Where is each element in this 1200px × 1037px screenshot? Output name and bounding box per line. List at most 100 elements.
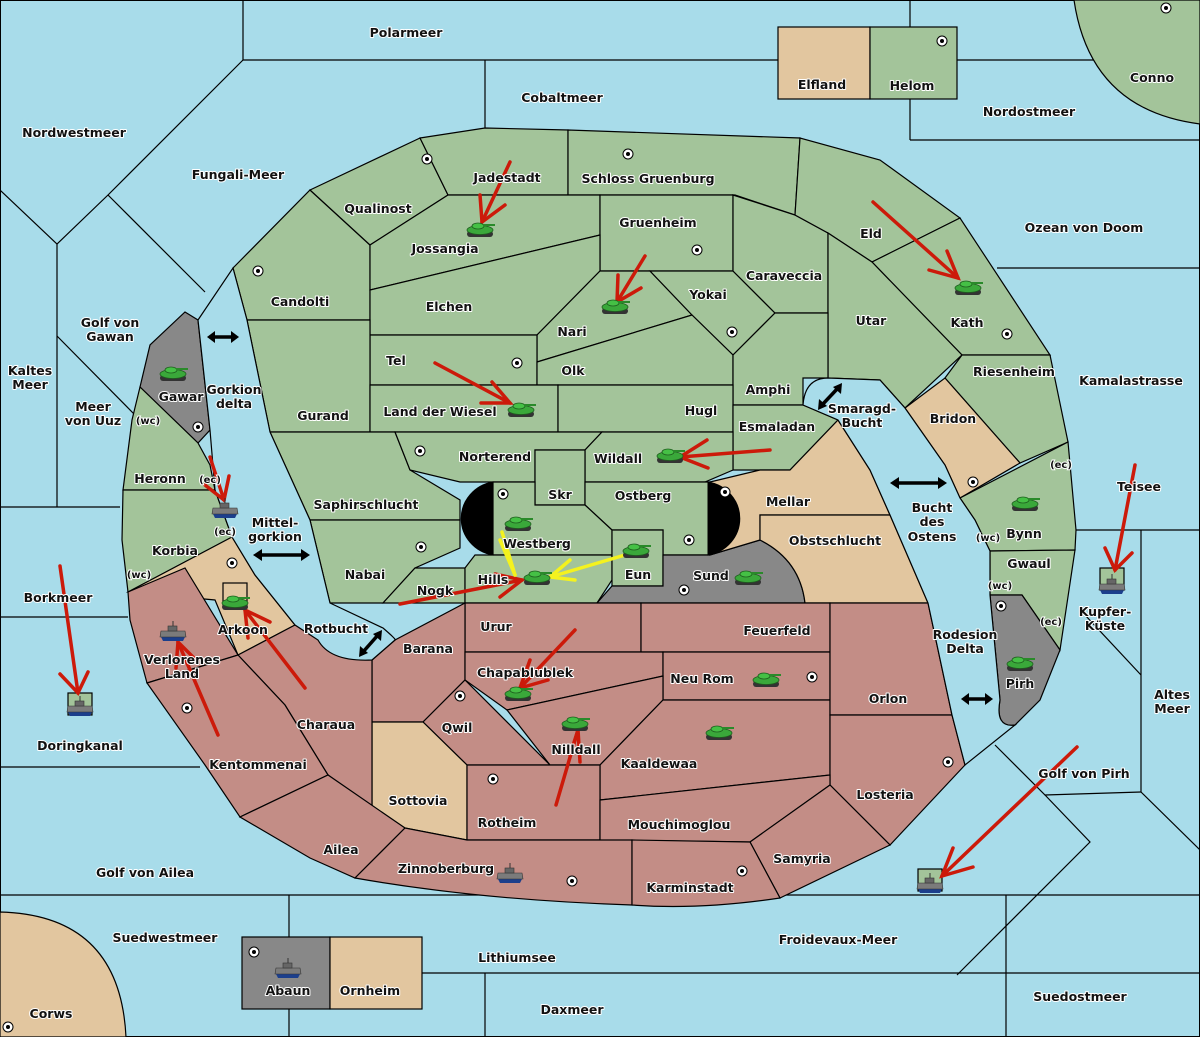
province-labels: Elfland Helom Conno Corws Abaun Ornheim … (29, 69, 1176, 1022)
label-verlorenes-2: Land (165, 666, 199, 681)
label-corws: Corws (30, 1006, 73, 1021)
label-nordwestmeer: Nordwestmeer (22, 125, 127, 140)
supply-center-dot (687, 538, 691, 542)
supply-center-dot (723, 490, 727, 494)
label-korbia: Korbia (152, 543, 198, 558)
coast-label-wc: (wc) (988, 581, 1012, 592)
province-conno[interactable] (1073, 0, 1200, 125)
orders (58, 160, 1137, 879)
move-order-arrow (174, 638, 220, 737)
label-candolti: Candolti (271, 294, 330, 309)
label-rotheim: Rotheim (478, 815, 537, 830)
label-bucht: Bucht (912, 500, 953, 515)
supply-center-dot (458, 694, 462, 698)
label-elfland: Elfland (798, 77, 846, 92)
label-suedwestmeer: Suedwestmeer (113, 930, 219, 945)
move-order-arrow (433, 361, 514, 405)
label-ailea: Ailea (323, 842, 358, 857)
province-ornheim[interactable] (329, 936, 423, 1010)
label-gorkion-2: delta (216, 396, 252, 411)
move-order-arrow (58, 564, 90, 697)
label-golf-gawan: Golf von (81, 315, 140, 330)
supply-center-dot (570, 879, 574, 883)
label-kaltes: Kaltes (8, 363, 52, 378)
supply-center-dot (626, 152, 630, 156)
label-bridon: Bridon (930, 411, 976, 426)
label-nari: Nari (557, 324, 586, 339)
label-olk: Olk (561, 363, 585, 378)
label-kaaldewaa: Kaaldewaa (621, 756, 698, 771)
label-uuz-2: von Uuz (65, 413, 121, 428)
move-order-arrow (478, 160, 512, 226)
label-skr: Skr (548, 487, 572, 502)
label-saphir: Saphirschlucht (314, 497, 419, 512)
province-gruenheim[interactable] (599, 194, 734, 272)
impassable-west-dome (460, 481, 494, 556)
supply-center-dot (740, 869, 744, 873)
label-sottovia: Sottovia (389, 793, 448, 808)
east-channel (802, 377, 1018, 767)
label-heronn: Heronn (134, 471, 186, 486)
label-mellar: Mellar (766, 494, 811, 509)
label-mittel: Mittel- (252, 515, 299, 530)
double-arrow-icon (890, 477, 947, 489)
label-eld: Eld (860, 226, 882, 241)
label-jadestadt: Jadestadt (472, 170, 540, 185)
label-nordostmeer: Nordostmeer (983, 104, 1076, 119)
province-karminstadt[interactable] (631, 839, 781, 908)
label-jossangia: Jossangia (410, 241, 478, 256)
label-kupfer-2: Küste (1085, 618, 1125, 633)
double-arrow-icon (359, 630, 382, 657)
label-elchen: Elchen (426, 299, 473, 314)
label-kentommenai: Kentommenai (209, 757, 307, 772)
coast-label-ec: (ec) (214, 527, 236, 538)
label-samyria: Samyria (773, 851, 831, 866)
label-fungali: Fungali-Meer (192, 167, 285, 182)
label-uuz: Meer (75, 399, 111, 414)
supply-center-dot (946, 760, 950, 764)
coast-label-wc: (wc) (976, 533, 1000, 544)
label-rodesion-2: Delta (946, 641, 984, 656)
label-qwil: Qwil (442, 720, 473, 735)
label-borkmeer: Borkmeer (24, 590, 94, 605)
province-corws[interactable] (0, 911, 127, 1037)
supply-center-dot (425, 157, 429, 161)
supply-center-dot (491, 777, 495, 781)
label-zinnoberburg: Zinnoberburg (398, 861, 494, 876)
label-nilldall: Nilldall (551, 742, 600, 757)
supply-center-dot (196, 425, 200, 429)
supply-center-dot (682, 588, 686, 592)
coast-label-ec: (ec) (199, 475, 221, 486)
label-yokai: Yokai (688, 287, 727, 302)
label-utar: Utar (856, 313, 888, 328)
supply-center-dot (971, 480, 975, 484)
supply-center-dot (730, 330, 734, 334)
label-smaragd: Smaragd- (828, 401, 896, 416)
label-rodesion: Rodesion (933, 627, 998, 642)
coast-label-ec: (ec) (1040, 617, 1062, 628)
supply-center-dot (940, 39, 944, 43)
label-westberg: Westberg (503, 536, 571, 551)
label-polarmeer: Polarmeer (370, 25, 444, 40)
label-eun: Eun (625, 567, 651, 582)
coast-label-wc: (wc) (136, 416, 160, 427)
label-gurand: Gurand (297, 408, 349, 423)
label-urur: Urur (480, 619, 512, 634)
label-altes-2: Meer (1154, 701, 1190, 716)
label-tel: Tel (386, 353, 406, 368)
impassable-east-dome (707, 481, 741, 556)
label-pirh: Pirh (1006, 676, 1035, 691)
supply-center-dot (1164, 6, 1168, 10)
label-losteria: Losteria (856, 787, 913, 802)
province-riesenheim[interactable] (944, 354, 1069, 464)
label-mittel-2: gorkion (248, 529, 302, 544)
label-gwaul: Gwaul (1007, 556, 1050, 571)
label-golf-ailea: Golf von Ailea (96, 865, 194, 880)
sea-labels: Polarmeer Cobaltmeer Nordwestmeer Fungal… (7, 24, 1192, 1018)
province-losteria[interactable] (829, 714, 966, 846)
label-lithiumsee: Lithiumsee (478, 950, 556, 965)
label-barana: Barana (403, 641, 453, 656)
label-land-wiesel: Land der Wiesel (383, 404, 496, 419)
